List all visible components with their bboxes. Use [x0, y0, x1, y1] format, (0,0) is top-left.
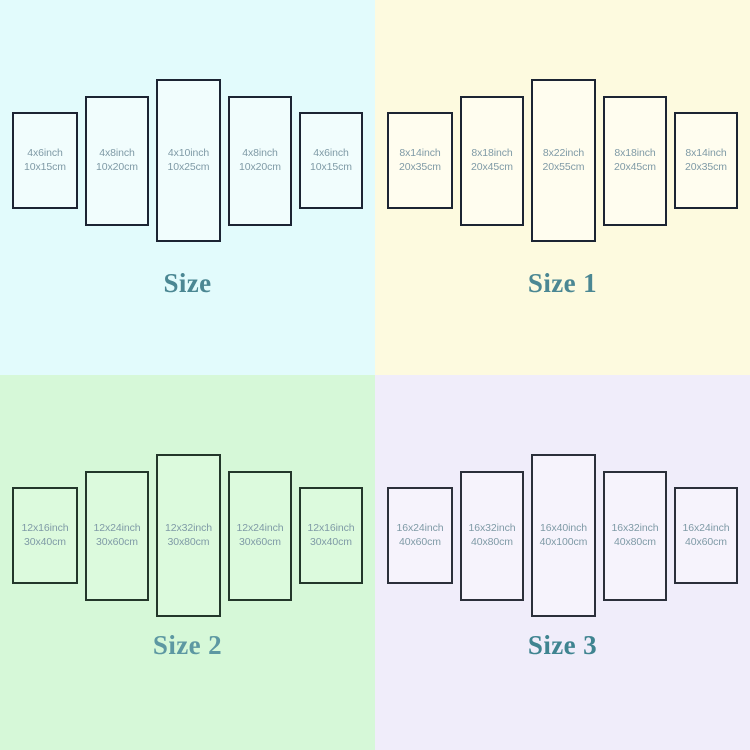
- panel-label-inch: 12x24inch: [236, 522, 284, 535]
- panel-label-cm: 20x45cm: [614, 161, 656, 173]
- panel-label-inch: 8x14inch: [399, 146, 441, 159]
- canvas-panel-5[interactable]: 12x16inch 30x40cm: [299, 487, 363, 584]
- panel-label: 12x16inch 30x40cm: [308, 522, 355, 550]
- panel-label: 8x18inch 20x45cm: [614, 147, 656, 175]
- panel-label: 16x32inch 40x80cm: [469, 522, 516, 550]
- panel-label-inch: 16x32inch: [611, 522, 659, 535]
- canvas-panel-3[interactable]: 16x40inch 40x100cm: [531, 454, 596, 617]
- panel-label: 12x16inch 30x40cm: [22, 522, 69, 550]
- panel-label-inch: 8x22inch: [542, 146, 585, 159]
- panel-label-inch: 4x8inch: [242, 147, 278, 160]
- panel-label-cm: 40x60cm: [685, 535, 727, 548]
- panel-label-cm: 30x40cm: [24, 535, 66, 548]
- canvas-panel-4[interactable]: 8x18inch 20x45cm: [603, 96, 667, 226]
- panel-label-cm: 40x60cm: [399, 535, 441, 548]
- canvas-panel-5[interactable]: 16x24inch 40x60cm: [674, 487, 738, 584]
- canvas-panel-1[interactable]: 12x16inch 30x40cm: [12, 487, 78, 584]
- size-chart-2[interactable]: 12x16inch 30x40cm 12x24inch 30x60cm 12x3…: [0, 375, 375, 750]
- panel-label: 12x32inch 30x80cm: [165, 522, 212, 550]
- canvas-panel-1[interactable]: 4x6inch 10x15cm: [12, 112, 78, 209]
- canvas-panel-3[interactable]: 8x22inch 20x55cm: [531, 79, 596, 242]
- panel-label-inch: 4x10inch: [167, 146, 210, 159]
- canvas-panel-4[interactable]: 16x32inch 40x80cm: [603, 471, 667, 601]
- panel-label-inch: 16x32inch: [468, 522, 516, 535]
- panel-label: 4x8inch 10x20cm: [96, 147, 138, 175]
- panel-label-inch: 16x24inch: [682, 521, 730, 534]
- canvas-panel-2[interactable]: 16x32inch 40x80cm: [460, 471, 524, 601]
- size-chart-base[interactable]: 4x6inch 10x15cm 4x8inch 10x20cm 4x10inch…: [0, 0, 375, 375]
- panel-label: 16x32inch 40x80cm: [612, 522, 659, 550]
- panel-label-cm: 20x45cm: [471, 161, 513, 173]
- panel-label: 12x24inch 30x60cm: [237, 522, 284, 550]
- size-option-title: Size 3: [527, 630, 598, 660]
- panel-label-inch: 8x18inch: [614, 147, 656, 160]
- panel-label-cm: 10x20cm: [239, 161, 281, 173]
- canvas-panel-3[interactable]: 4x10inch 10x25cm: [156, 79, 221, 242]
- panel-label: 4x10inch 10x25cm: [168, 147, 210, 175]
- canvas-panel-5[interactable]: 8x14inch 20x35cm: [674, 112, 738, 209]
- panel-label-cm: 40x100cm: [539, 535, 588, 548]
- canvas-panel-1[interactable]: 16x24inch 40x60cm: [387, 487, 453, 584]
- panel-label-cm: 30x40cm: [310, 535, 352, 548]
- canvas-panel-3[interactable]: 12x32inch 30x80cm: [156, 454, 221, 617]
- panel-label-inch: 12x16inch: [21, 521, 69, 534]
- panel-label-inch: 16x24inch: [396, 521, 444, 534]
- panel-label: 8x22inch 20x55cm: [543, 147, 585, 175]
- panel-label: 16x24inch 40x60cm: [397, 522, 444, 550]
- panel-label-cm: 10x15cm: [310, 160, 352, 173]
- panel-label-inch: 4x6inch: [313, 146, 349, 159]
- panel-label-cm: 20x55cm: [542, 160, 585, 173]
- panel-label-cm: 30x60cm: [96, 536, 138, 548]
- canvas-panel-5[interactable]: 4x6inch 10x15cm: [299, 112, 363, 209]
- panel-label: 16x40inch 40x100cm: [540, 522, 588, 550]
- canvas-panel-2[interactable]: 12x24inch 30x60cm: [85, 471, 149, 601]
- panel-label-inch: 12x16inch: [307, 521, 355, 534]
- panel-label-cm: 10x20cm: [96, 161, 138, 173]
- panel-row: 8x14inch 20x35cm 8x18inch 20x45cm 8x22in…: [375, 0, 750, 260]
- panel-label-inch: 8x14inch: [685, 146, 727, 159]
- panel-label-cm: 30x80cm: [167, 535, 210, 548]
- panel-label: 12x24inch 30x60cm: [94, 522, 141, 550]
- panel-label: 8x14inch 20x35cm: [399, 147, 441, 175]
- panel-label-cm: 40x80cm: [614, 536, 656, 548]
- panel-label-inch: 8x18inch: [471, 147, 513, 160]
- size-chart-3[interactable]: 16x24inch 40x60cm 16x32inch 40x80cm 16x4…: [375, 375, 750, 750]
- panel-label-inch: 4x6inch: [27, 146, 63, 159]
- panel-label: 8x14inch 20x35cm: [685, 147, 727, 175]
- panel-label-inch: 12x24inch: [93, 522, 141, 535]
- panel-label-cm: 10x15cm: [24, 160, 66, 173]
- panel-label: 16x24inch 40x60cm: [683, 522, 730, 550]
- canvas-panel-2[interactable]: 4x8inch 10x20cm: [85, 96, 149, 226]
- panel-label-inch: 12x32inch: [165, 521, 212, 534]
- canvas-panel-4[interactable]: 12x24inch 30x60cm: [228, 471, 292, 601]
- size-option-title: Size: [163, 268, 212, 298]
- panel-row: 16x24inch 40x60cm 16x32inch 40x80cm 16x4…: [375, 375, 750, 635]
- panel-label-cm: 20x35cm: [399, 160, 441, 173]
- panel-label-cm: 10x25cm: [167, 160, 210, 173]
- canvas-panel-4[interactable]: 4x8inch 10x20cm: [228, 96, 292, 226]
- panel-label: 8x18inch 20x45cm: [471, 147, 513, 175]
- panel-label-inch: 16x40inch: [540, 521, 587, 534]
- panel-label-cm: 30x60cm: [239, 536, 281, 548]
- panel-row: 12x16inch 30x40cm 12x24inch 30x60cm 12x3…: [0, 375, 375, 635]
- panel-label: 4x8inch 10x20cm: [239, 147, 281, 175]
- size-option-title: Size 1: [527, 268, 598, 298]
- size-chart-1[interactable]: 8x14inch 20x35cm 8x18inch 20x45cm 8x22in…: [375, 0, 750, 375]
- panel-label-cm: 40x80cm: [471, 536, 513, 548]
- canvas-panel-2[interactable]: 8x18inch 20x45cm: [460, 96, 524, 226]
- panel-label: 4x6inch 10x15cm: [310, 147, 352, 175]
- canvas-panel-1[interactable]: 8x14inch 20x35cm: [387, 112, 453, 209]
- size-option-title: Size 2: [152, 630, 223, 660]
- panel-label-inch: 4x8inch: [99, 147, 135, 160]
- panel-row: 4x6inch 10x15cm 4x8inch 10x20cm 4x10inch…: [0, 0, 375, 260]
- panel-label-cm: 20x35cm: [685, 160, 727, 173]
- panel-label: 4x6inch 10x15cm: [24, 147, 66, 175]
